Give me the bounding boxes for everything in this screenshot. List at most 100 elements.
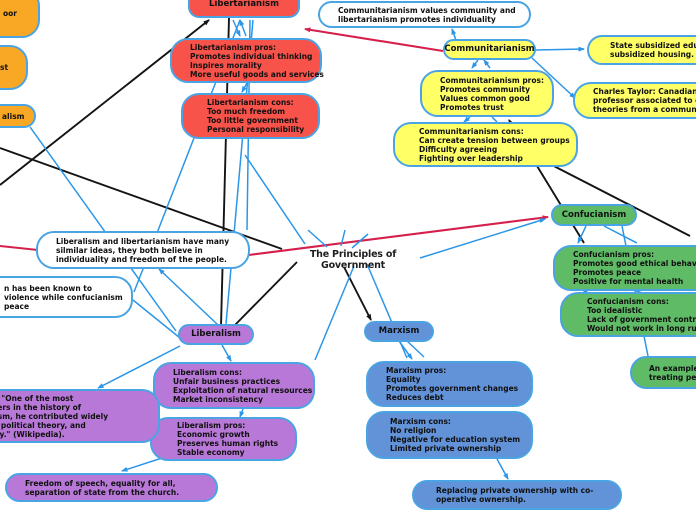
- node-liberalism-pros-text: Stable economy: [177, 448, 245, 457]
- node-confucianism-pros-text: Promotes good ethical behavior: [573, 259, 696, 268]
- node-note-liberalism-libertarianism-text: Liberalism and libertarianism have many: [56, 236, 230, 246]
- node-confucianism-cons-text: Too idealistic: [587, 305, 643, 315]
- node-marxism-cons-text: No religion: [390, 426, 437, 435]
- node-state-subsidized-text: subsidized housing.: [610, 50, 695, 59]
- node-replacing-ownership-text: operative ownership.: [436, 495, 526, 504]
- node-confucianism-pros[interactable]: Confucianism pros:Promotes good ethical …: [553, 245, 696, 291]
- node-marxism-pros-text: Equality: [386, 375, 421, 384]
- node-note-violence-vs-peace-text: n has been known to: [4, 283, 93, 293]
- node-freedom-of-speech-text: separation of state from the church.: [25, 487, 180, 497]
- node-state-subsidized[interactable]: State subsidized education andsubsidized…: [587, 35, 696, 65]
- node-liberalism-cons-text: Unfair business practices: [173, 376, 281, 386]
- node-communitarianism-pros[interactable]: Communitarianism pros:Promotes community…: [420, 70, 554, 117]
- node-orange-clipped-3[interactable]: alism: [0, 104, 36, 128]
- node-libertarianism-pros-text: Promotes individual thinking: [190, 51, 313, 61]
- node-confucianism-cons-text: Would not work in long run: [587, 323, 696, 333]
- root-node[interactable]: The Principles of Government: [309, 249, 397, 271]
- node-communitarianism-text: Communitarianism: [444, 44, 535, 54]
- node-liberalism[interactable]: Liberalism: [178, 324, 254, 345]
- node-liberalism-cons-text: Liberalism cons:: [173, 367, 242, 377]
- node-libertarianism-pros-text: Libertarianism pros:: [190, 42, 276, 52]
- node-confucianism[interactable]: Confucianism: [551, 204, 637, 226]
- node-communitarianism-cons-text: Communitarianism cons:: [419, 126, 524, 136]
- node-libertarianism-text: Libertarianism: [209, 0, 279, 9]
- node-john-stuart-mill[interactable]: John Stuart Mill: "One of the mostinflue…: [0, 389, 160, 443]
- node-liberalism-pros-text: Preserves human rights: [177, 439, 279, 448]
- node-charles-taylor-text: theories from a communitarian view.: [593, 105, 696, 114]
- node-communitarianism-pros-text: Values common good: [440, 93, 530, 103]
- node-communitarianism[interactable]: Communitarianism: [443, 39, 536, 60]
- node-marxism-cons-text: Negative for education system: [390, 435, 521, 444]
- node-liberalism-pros-text: Economic growth: [177, 430, 250, 439]
- node-orange-clipped-1-text: oor: [3, 8, 18, 18]
- node-confucianism-text: Confucianism: [561, 209, 627, 220]
- node-state-subsidized-text: State subsidized education and: [610, 41, 696, 50]
- node-marxism-pros-text: Marxism pros:: [386, 366, 447, 375]
- node-note-violence-vs-peace-text: peace: [4, 301, 30, 311]
- node-liberalism-cons-text: Market inconsistency: [173, 394, 263, 404]
- node-replacing-ownership-text: Replacing private ownership with co-: [436, 486, 594, 495]
- node-note-violence-vs-peace-text: violence while confucianism: [4, 292, 123, 302]
- node-marxism-pros-text: Reduces debt: [386, 393, 444, 402]
- node-confucianism-example-text: An example of: [649, 363, 696, 373]
- node-liberalism-pros-text: Liberalism pros:: [177, 421, 246, 430]
- node-marxism-cons-text: Limited private ownership: [390, 444, 502, 453]
- node-orange-clipped-2-text: st: [0, 63, 9, 72]
- node-confucianism-cons-text: Confucianism cons:: [587, 296, 669, 306]
- node-communitarianism-cons-text: Difficulty agreeing: [419, 144, 498, 154]
- node-note-communitarianism-vs-libertarianism-text: Communitarianism values community and: [338, 5, 516, 15]
- node-marxism-cons-text: Marxism cons:: [390, 417, 451, 426]
- node-libertarianism-cons-text: Personal responsibility: [207, 125, 305, 134]
- node-libertarianism[interactable]: Libertarianism: [188, 0, 300, 18]
- node-john-stuart-mill-text: classical liberalism, he contributed wid…: [0, 411, 109, 421]
- node-john-stuart-mill-text: political economy." (Wikipedia).: [0, 429, 65, 439]
- node-john-stuart-mill-text: to social theory, political theory, and: [0, 420, 86, 430]
- node-orange-clipped-2[interactable]: st: [0, 45, 28, 90]
- node-liberalism-text: Liberalism: [191, 329, 241, 339]
- node-confucianism-cons-text: Lack of government control: [587, 314, 696, 324]
- node-communitarianism-pros-text: Promotes trust: [440, 102, 504, 112]
- node-freedom-of-speech[interactable]: Freedom of speech, equality for all,sepa…: [5, 473, 218, 502]
- node-charles-taylor-text: professor associated to creating: [593, 96, 696, 105]
- node-note-communitarianism-vs-libertarianism-text: libertarianism promotes individuality: [338, 14, 496, 24]
- node-confucianism-example-text: treating people: [649, 372, 696, 382]
- node-liberalism-cons-text: Exploitation of natural resources: [173, 385, 313, 395]
- node-confucianism-pros-text: Confucianism pros:: [573, 250, 655, 259]
- node-replacing-ownership[interactable]: Replacing private ownership with co-oper…: [412, 480, 622, 510]
- node-john-stuart-mill-text: John Stuart Mill: "One of the most: [1, 393, 74, 403]
- node-confucianism-pros-text: Positive for mental health: [573, 277, 684, 286]
- node-marxism-text: Marxism: [378, 326, 420, 336]
- node-marxism-pros-text: Promotes government changes: [386, 384, 519, 393]
- node-libertarianism-pros[interactable]: Libertarianism pros:Promotes individual …: [170, 38, 324, 83]
- node-orange-clipped-3-text: alism: [2, 111, 25, 121]
- node-charles-taylor-text: Charles Taylor: Canadian: [593, 87, 696, 96]
- node-communitarianism-cons[interactable]: Communitarianism cons:Can create tension…: [393, 122, 578, 167]
- node-note-liberalism-libertarianism-text: individuality and freedom of the people.: [56, 254, 227, 264]
- node-john-stuart-mill-text: influential thinkers in the history of: [0, 402, 81, 412]
- node-note-liberalism-libertarianism-text: silmilar ideas, they both believe in: [56, 245, 203, 255]
- node-communitarianism-pros-text: Promotes community: [440, 84, 531, 94]
- node-libertarianism-cons-text: Too much freedom: [207, 107, 286, 116]
- node-confucianism-pros-text: Promotes peace: [573, 268, 642, 277]
- node-libertarianism-pros-text: Inspires morality: [190, 60, 262, 70]
- node-libertarianism-cons-text: Too little government: [207, 116, 298, 125]
- node-communitarianism-cons-text: Can create tension between groups: [419, 135, 570, 145]
- node-marxism[interactable]: Marxism: [364, 321, 434, 342]
- node-communitarianism-cons-text: Fighting over leadership: [419, 153, 523, 163]
- node-freedom-of-speech-text: Freedom of speech, equality for all,: [25, 478, 176, 488]
- node-libertarianism-pros-text: More useful goods and services: [190, 69, 324, 79]
- node-communitarianism-pros-text: Communitarianism pros:: [440, 75, 544, 85]
- node-liberalism-cons[interactable]: Liberalism cons:Unfair business practice…: [153, 362, 315, 409]
- node-orange-clipped-1[interactable]: oor: [0, 0, 40, 38]
- node-confucianism-example[interactable]: An example oftreating people: [630, 356, 696, 389]
